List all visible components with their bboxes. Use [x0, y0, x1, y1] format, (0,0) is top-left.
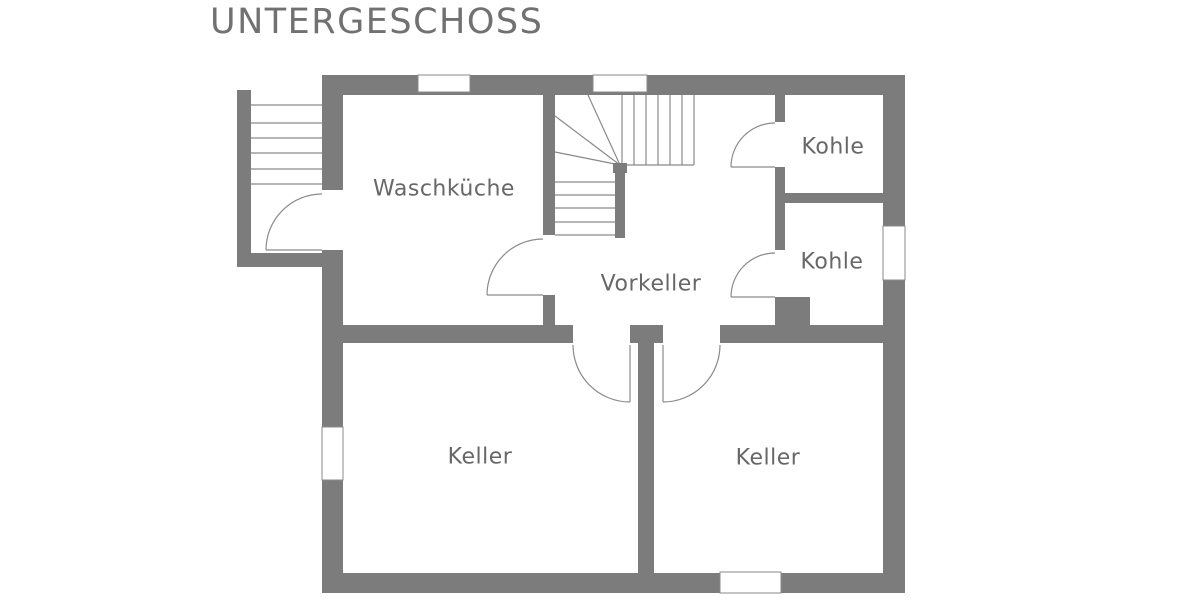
stair-winder-line [554, 115, 621, 166]
windows [321, 74, 906, 594]
window-right-kohle [882, 225, 906, 281]
page-title: UNTERGESCHOSS [210, 2, 544, 42]
wall-vorkeller-kohle [775, 95, 785, 327]
window-top-waschkueche [417, 74, 471, 93]
wall-kohle-divider [775, 193, 883, 203]
window-bottom-keller [719, 571, 782, 594]
stair-winder-line [554, 151, 621, 166]
door-opening-waschkueche [543, 235, 555, 295]
door-swing-arc [486, 238, 544, 296]
door-opening-exterior [322, 190, 343, 250]
exterior-stair [237, 90, 322, 267]
room-label-kohle-top: Kohle [801, 134, 865, 160]
door-opening-kohle-bottom [775, 250, 785, 297]
room-label-waschkueche: Waschküche [373, 176, 515, 202]
door-opening-keller-left [573, 325, 630, 343]
stair-winder-line [587, 94, 621, 166]
window-left-keller [321, 426, 344, 481]
door-opening-kohle-top [775, 122, 785, 167]
stair-side-wall [615, 168, 625, 238]
door-openings [322, 122, 785, 343]
interior-stair [554, 94, 695, 238]
door-swing-arc [265, 193, 323, 251]
stair-shaft-wall-left [237, 90, 251, 267]
window-top-stair [592, 74, 648, 93]
room-label-keller-right: Keller [735, 445, 801, 471]
door-swing-arc [572, 344, 631, 403]
wall-keller-divider [638, 343, 654, 573]
door-swing-arc [730, 252, 776, 298]
wall-kohle-corner-block [775, 297, 810, 327]
doors [265, 122, 776, 403]
room-label-vorkeller: Vorkeller [600, 271, 702, 297]
door-opening-keller-right [663, 325, 720, 343]
door-swing-arc [662, 344, 721, 403]
stair-shaft-wall-bottom [237, 253, 322, 267]
wall-bottom [322, 573, 905, 593]
room-label-keller-left: Keller [447, 444, 513, 470]
door-swing-arc [730, 122, 776, 168]
room-label-kohle-bottom: Kohle [800, 249, 864, 275]
